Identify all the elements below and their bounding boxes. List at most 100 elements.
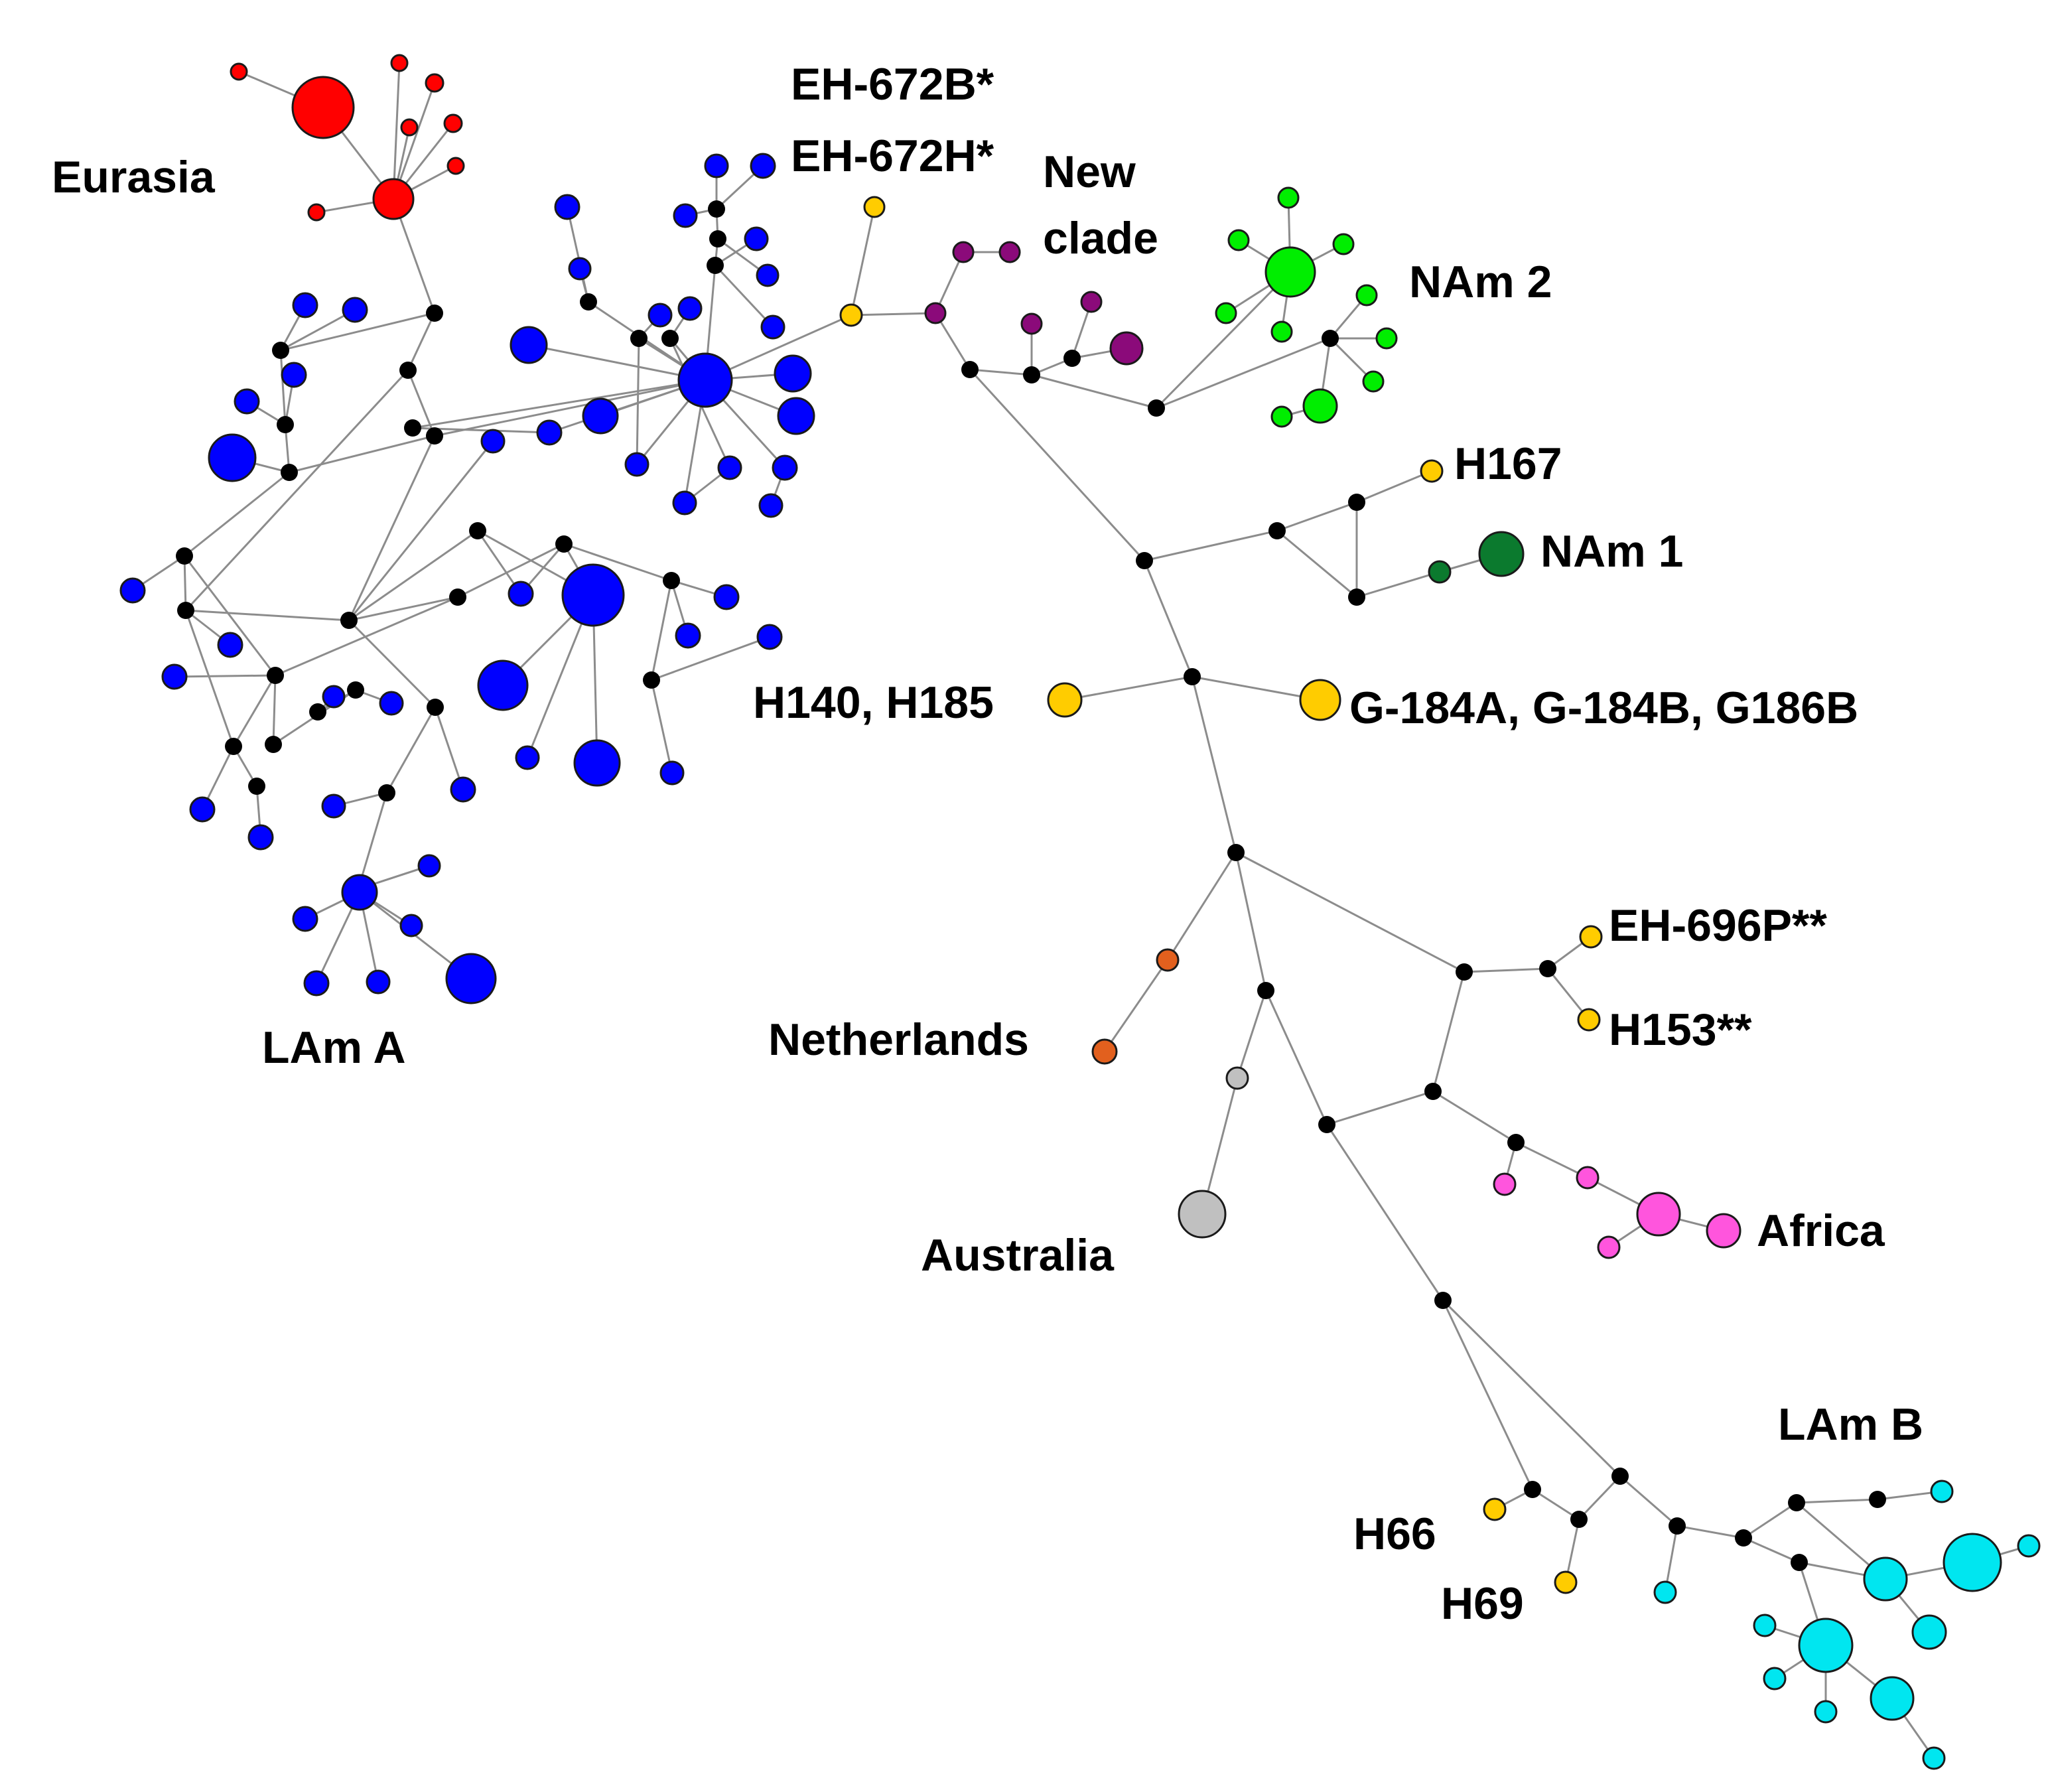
edge-h23-a45: [651, 636, 770, 681]
edge-h4-h5: [279, 350, 287, 425]
median-vector-node-h49: [1524, 1481, 1541, 1498]
edge-h50-h52: [1619, 1475, 1678, 1527]
label-h140-h185: H140, H185: [753, 677, 994, 728]
label-eh-696p: EH-696P**: [1609, 900, 1827, 951]
haplotype-node-e8: [446, 157, 465, 175]
haplotype-node-a38: [321, 793, 346, 819]
haplotype-node-e5: [425, 73, 444, 93]
haplotype-node-g6: [1215, 302, 1237, 324]
edge-h40-y5: [1192, 675, 1321, 701]
haplotype-node-a47: [659, 760, 685, 786]
label-lam-a: LAm A: [262, 1022, 406, 1073]
haplotype-node-a51: [366, 969, 391, 995]
haplotype-node-f5: [1597, 1235, 1621, 1259]
edge-h43-h45: [1432, 971, 1466, 1092]
edge-h45-h46: [1326, 1090, 1434, 1126]
median-vector-node-h50: [1611, 1468, 1629, 1485]
median-vector-node-h14: [265, 736, 282, 753]
median-vector-node-h34: [1148, 399, 1165, 417]
haplotype-node-a20: [554, 194, 580, 220]
haplotype-node-y2: [839, 303, 863, 327]
median-vector-node-h32: [1023, 366, 1040, 383]
median-vector-node-h51: [1570, 1511, 1588, 1528]
haplotype-node-e3: [230, 62, 248, 81]
haplotype-node-e9: [307, 203, 326, 222]
edge-h46-h48: [1326, 1124, 1444, 1301]
median-vector-node-h28: [708, 200, 725, 218]
haplotype-node-f1: [1636, 1192, 1681, 1237]
median-vector-node-h17: [427, 699, 444, 716]
label-netherlands: Netherlands: [768, 1014, 1029, 1065]
haplotype-node-a26: [772, 454, 798, 481]
haplotype-node-b2: [1863, 1556, 1908, 1602]
label-h66: H66: [1353, 1509, 1436, 1559]
edge-h32-h34: [1031, 374, 1157, 409]
haplotype-node-a24: [672, 490, 697, 516]
haplotype-node-g2: [1302, 388, 1338, 424]
haplotype-node-e6: [443, 113, 463, 133]
haplotype-node-b9: [1753, 1614, 1777, 1637]
median-vector-node-h23: [643, 671, 660, 689]
label-nam-1: NAm 1: [1540, 526, 1683, 577]
haplotype-node-n6: [1109, 331, 1144, 366]
median-vector-node-h39: [1348, 588, 1365, 606]
haplotype-node-a3: [208, 433, 257, 482]
haplotype-node-a8: [510, 326, 548, 364]
haplotype-node-y5: [1299, 679, 1341, 721]
edge-h36-h37: [1144, 529, 1278, 562]
median-vector-node-h29: [709, 230, 726, 247]
median-vector-node-h16: [309, 703, 326, 721]
edge-h7-h12: [183, 555, 277, 676]
haplotype-node-y1: [863, 196, 886, 218]
label-lam-b: LAm B: [1778, 1399, 1923, 1450]
haplotype-node-b4: [1870, 1676, 1915, 1721]
haplotype-node-b8: [1653, 1580, 1677, 1604]
haplotype-node-a9: [777, 397, 815, 435]
edge-h42-h46: [1264, 990, 1328, 1125]
haplotype-node-g11: [1270, 405, 1293, 428]
haplotype-node-a32: [281, 362, 307, 388]
median-vector-node-h21: [555, 535, 573, 553]
edge-h34-g1: [1155, 271, 1292, 409]
edge-h7-h8: [183, 555, 187, 611]
haplotype-node-f3: [1576, 1166, 1600, 1190]
haplotype-node-a17: [677, 296, 703, 321]
edge-o1-o2: [1103, 959, 1169, 1052]
haplotype-node-a34: [217, 632, 243, 658]
edge-h13-h12: [232, 675, 277, 747]
median-vector-node-h31: [961, 361, 979, 378]
median-vector-node-h42: [1257, 982, 1274, 999]
median-vector-node-h53: [1735, 1529, 1752, 1547]
haplotype-node-g3: [1277, 186, 1300, 209]
median-vector-node-h3: [426, 427, 443, 445]
haplotype-node-n5: [924, 302, 947, 324]
median-vector-node-h25: [630, 330, 648, 347]
edge-h53-h56: [1743, 1537, 1800, 1564]
edge-h4-a30: [280, 309, 356, 352]
haplotype-node-g5: [1332, 233, 1355, 255]
edge-h12-a35: [174, 674, 276, 678]
edge-h41-h42: [1235, 852, 1267, 991]
haplotype-node-a11: [341, 874, 378, 911]
haplotype-node-a50: [303, 970, 330, 997]
edge-a1-h3: [434, 379, 706, 437]
edge-h51-h50: [1578, 1475, 1621, 1521]
haplotype-node-a52: [399, 914, 423, 937]
haplotype-node-b10: [1763, 1667, 1787, 1690]
edge-h25-a23: [636, 338, 640, 465]
median-vector-node-h8: [177, 602, 194, 619]
median-vector-node-h9: [340, 612, 358, 629]
median-vector-node-h36: [1136, 552, 1153, 569]
median-vector-node-h56: [1791, 1554, 1808, 1571]
edge-h9-a28: [348, 441, 494, 621]
edge-h43-h44: [1464, 967, 1548, 973]
edge-h42-s1: [1236, 990, 1267, 1079]
median-vector-node-h30: [404, 419, 421, 437]
median-vector-node-h19: [248, 778, 265, 795]
haplotype-node-a40: [322, 685, 346, 709]
network-labels: Eurasia LAm A EH-672B* EH-672H* New clad…: [52, 59, 1923, 1629]
label-g-184: G-184A, G-184B, G186B: [1349, 683, 1858, 733]
haplotype-node-a18: [648, 303, 673, 328]
median-vector-node-h18: [378, 784, 395, 801]
edge-h49-h51: [1532, 1488, 1580, 1521]
